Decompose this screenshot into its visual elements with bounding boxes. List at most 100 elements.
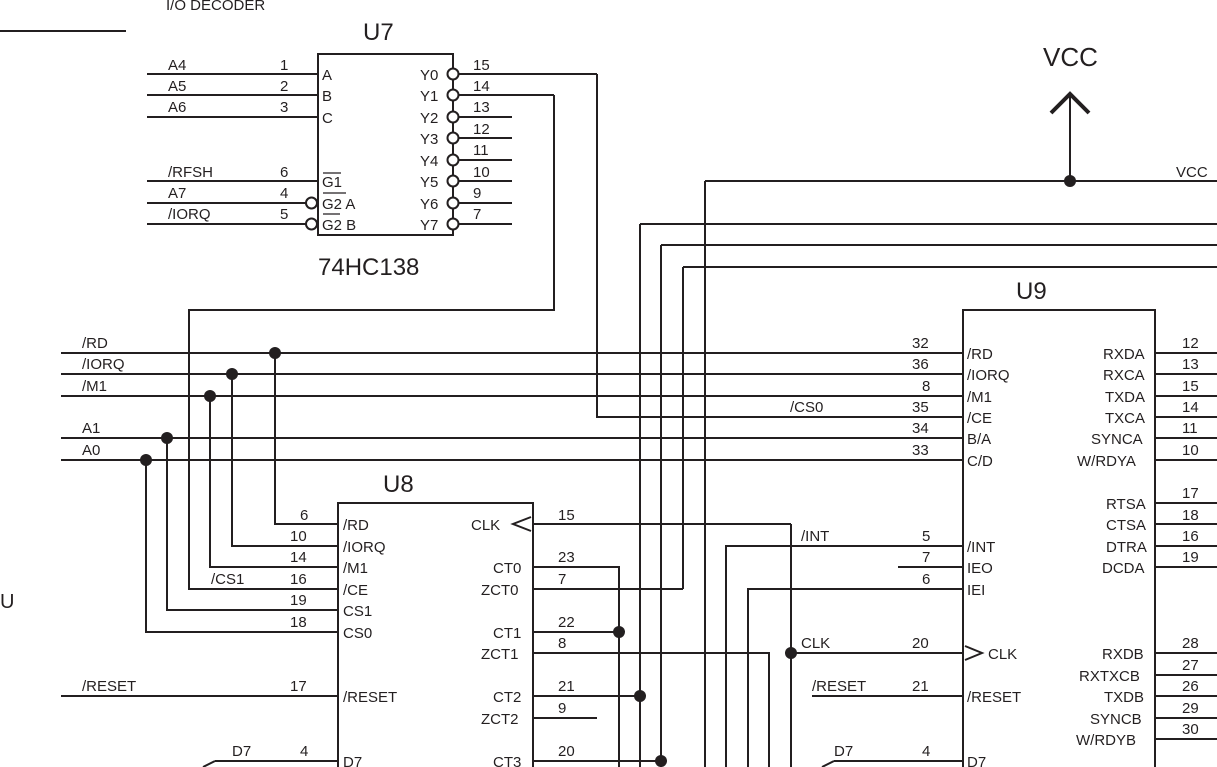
u7-out-y3: Y3 bbox=[420, 131, 438, 148]
u9-pin-18: 18 bbox=[1182, 507, 1199, 524]
u7-pin-12: 12 bbox=[473, 121, 490, 138]
bus-label-iorq: /IORQ bbox=[82, 356, 125, 373]
u8-in-rd: /RD bbox=[343, 517, 369, 534]
u9-pin-14: 14 bbox=[1182, 399, 1199, 416]
u9-in-m1: /M1 bbox=[967, 389, 992, 406]
u8-pin-19: 19 bbox=[290, 592, 307, 609]
u8-net-cs1: /CS1 bbox=[211, 571, 244, 588]
u8-pin-18: 18 bbox=[290, 614, 307, 631]
u9-net-reset: /RESET bbox=[812, 678, 866, 695]
u9-pin-19: 19 bbox=[1182, 549, 1199, 566]
u9-out-synca: SYNCA bbox=[1091, 431, 1143, 448]
u9-pin-20: 20 bbox=[912, 635, 929, 652]
u9-pin-21: 21 bbox=[912, 678, 929, 695]
u9-pin-16: 16 bbox=[1182, 528, 1199, 545]
u8-pin-15: 15 bbox=[558, 507, 575, 524]
u7-net-a4: A4 bbox=[168, 57, 186, 74]
u8-out-ct1: CT1 bbox=[493, 625, 521, 642]
u7-in-g2a: G2 A bbox=[322, 196, 355, 213]
u8-pin-8: 8 bbox=[558, 635, 566, 652]
u8-in-d7: D7 bbox=[343, 754, 362, 767]
u7-net-iorq: /IORQ bbox=[168, 206, 211, 223]
u9-in-iorq: /IORQ bbox=[967, 367, 1010, 384]
u8-pin-20: 20 bbox=[558, 743, 575, 760]
u9-in-int: /INT bbox=[967, 539, 995, 556]
u9-pin-32: 32 bbox=[912, 335, 929, 352]
u7-in-g1: G1 bbox=[322, 174, 342, 191]
u9-pin-11: 11 bbox=[1182, 420, 1198, 437]
u9-in-cd: C/D bbox=[967, 453, 993, 470]
u8-ref: U8 bbox=[383, 471, 414, 498]
u8-pin-9: 9 bbox=[558, 700, 566, 717]
u9-out-dtra: DTRA bbox=[1106, 539, 1147, 556]
u8-pin-22: 22 bbox=[558, 614, 575, 631]
u7-pin-10: 10 bbox=[473, 164, 490, 181]
u9-pin-30: 30 bbox=[1182, 721, 1199, 738]
u7-pin-15: 15 bbox=[473, 57, 490, 74]
u8-in-reset: /RESET bbox=[343, 689, 397, 706]
u8-body bbox=[337, 502, 534, 767]
u9-sio: U9 32 36 8 35 34 33 5 7 6 20 21 4 /CS0 /… bbox=[725, 278, 1217, 767]
u7-pin-9: 9 bbox=[473, 185, 481, 202]
u9-pin-33: 33 bbox=[912, 442, 929, 459]
u9-out-ctsa: CTSA bbox=[1106, 517, 1146, 534]
u7-out-y7: Y7 bbox=[420, 217, 438, 234]
u7-out-y5: Y5 bbox=[420, 174, 438, 191]
u8-pin-17: 17 bbox=[290, 678, 307, 695]
u7-g2a-bubble bbox=[305, 196, 318, 210]
u9-in-iei: IEI bbox=[967, 582, 985, 599]
u8-pin-23: 23 bbox=[558, 549, 575, 566]
u8-net-d7: D7 bbox=[232, 743, 251, 760]
u9-pin-5: 5 bbox=[922, 528, 930, 545]
bus-label-a0: A0 bbox=[82, 442, 100, 459]
u9-in-ieo: IEO bbox=[967, 560, 993, 577]
u8-in-ce: /CE bbox=[343, 582, 368, 599]
u9-in-ce: /CE bbox=[967, 410, 992, 427]
u8-in-m1: /M1 bbox=[343, 560, 368, 577]
u8-in-cs1: CS1 bbox=[343, 603, 372, 620]
u9-in-ba: B/A bbox=[967, 431, 991, 448]
u9-in-clk: CLK bbox=[988, 646, 1017, 663]
left-edge-char: U bbox=[0, 591, 14, 613]
u9-ref: U9 bbox=[1016, 278, 1047, 305]
u9-right-wires bbox=[1155, 352, 1217, 740]
u9-out-rxtxcb: RXTXCB bbox=[1079, 668, 1140, 685]
u9-net-int: /INT bbox=[801, 528, 829, 545]
u8-out-ct2: CT2 bbox=[493, 689, 521, 706]
u7-pin-11: 11 bbox=[473, 142, 489, 159]
u7-pin-1: 1 bbox=[280, 57, 288, 74]
u7-net-a6: A6 bbox=[168, 99, 186, 116]
u9-in-d7: D7 bbox=[967, 754, 986, 767]
bus-label-a1: A1 bbox=[82, 420, 100, 437]
u7-out-y2: Y2 bbox=[420, 110, 438, 127]
u7-body bbox=[317, 53, 454, 236]
u8-out-zct1: ZCT1 bbox=[481, 646, 519, 663]
u7-in-g2b: G2 B bbox=[322, 217, 356, 234]
u9-out-syncb: SYNCB bbox=[1090, 711, 1142, 728]
u9-pin-35: 35 bbox=[912, 399, 929, 416]
u7-pin-5: 5 bbox=[280, 206, 288, 223]
u9-pin-15: 15 bbox=[1182, 378, 1199, 395]
u7-part: 74HC138 bbox=[318, 254, 419, 281]
u9-pin-17: 17 bbox=[1182, 485, 1199, 502]
u9-out-rxda: RXDA bbox=[1103, 346, 1145, 363]
vcc-symbol-label: VCC bbox=[1043, 42, 1098, 72]
bus-label-m1: /M1 bbox=[82, 378, 107, 395]
u7-in-a: A bbox=[322, 67, 332, 84]
u9-pin-12: 12 bbox=[1182, 335, 1199, 352]
u9-net-cs0: /CS0 bbox=[790, 399, 823, 416]
u7-pin-2: 2 bbox=[280, 78, 288, 95]
u7-pin-13: 13 bbox=[473, 99, 490, 116]
u9-in-rd: /RD bbox=[967, 346, 993, 363]
u9-in-reset: /RESET bbox=[967, 689, 1021, 706]
u9-out-rxca: RXCA bbox=[1103, 367, 1145, 384]
u9-pin-34: 34 bbox=[912, 420, 929, 437]
u9-out-txca: TXCA bbox=[1105, 410, 1145, 427]
vcc-symbol: VCC VCC bbox=[704, 42, 1217, 767]
u8-out-zct2: ZCT2 bbox=[481, 711, 519, 728]
u9-pin-7: 7 bbox=[922, 549, 930, 566]
section-label: I/O DECODER bbox=[166, 0, 265, 14]
bus-label-reset: /RESET bbox=[82, 678, 136, 695]
u8-pin-14: 14 bbox=[290, 549, 307, 566]
u7-out-y0: Y0 bbox=[420, 67, 438, 84]
